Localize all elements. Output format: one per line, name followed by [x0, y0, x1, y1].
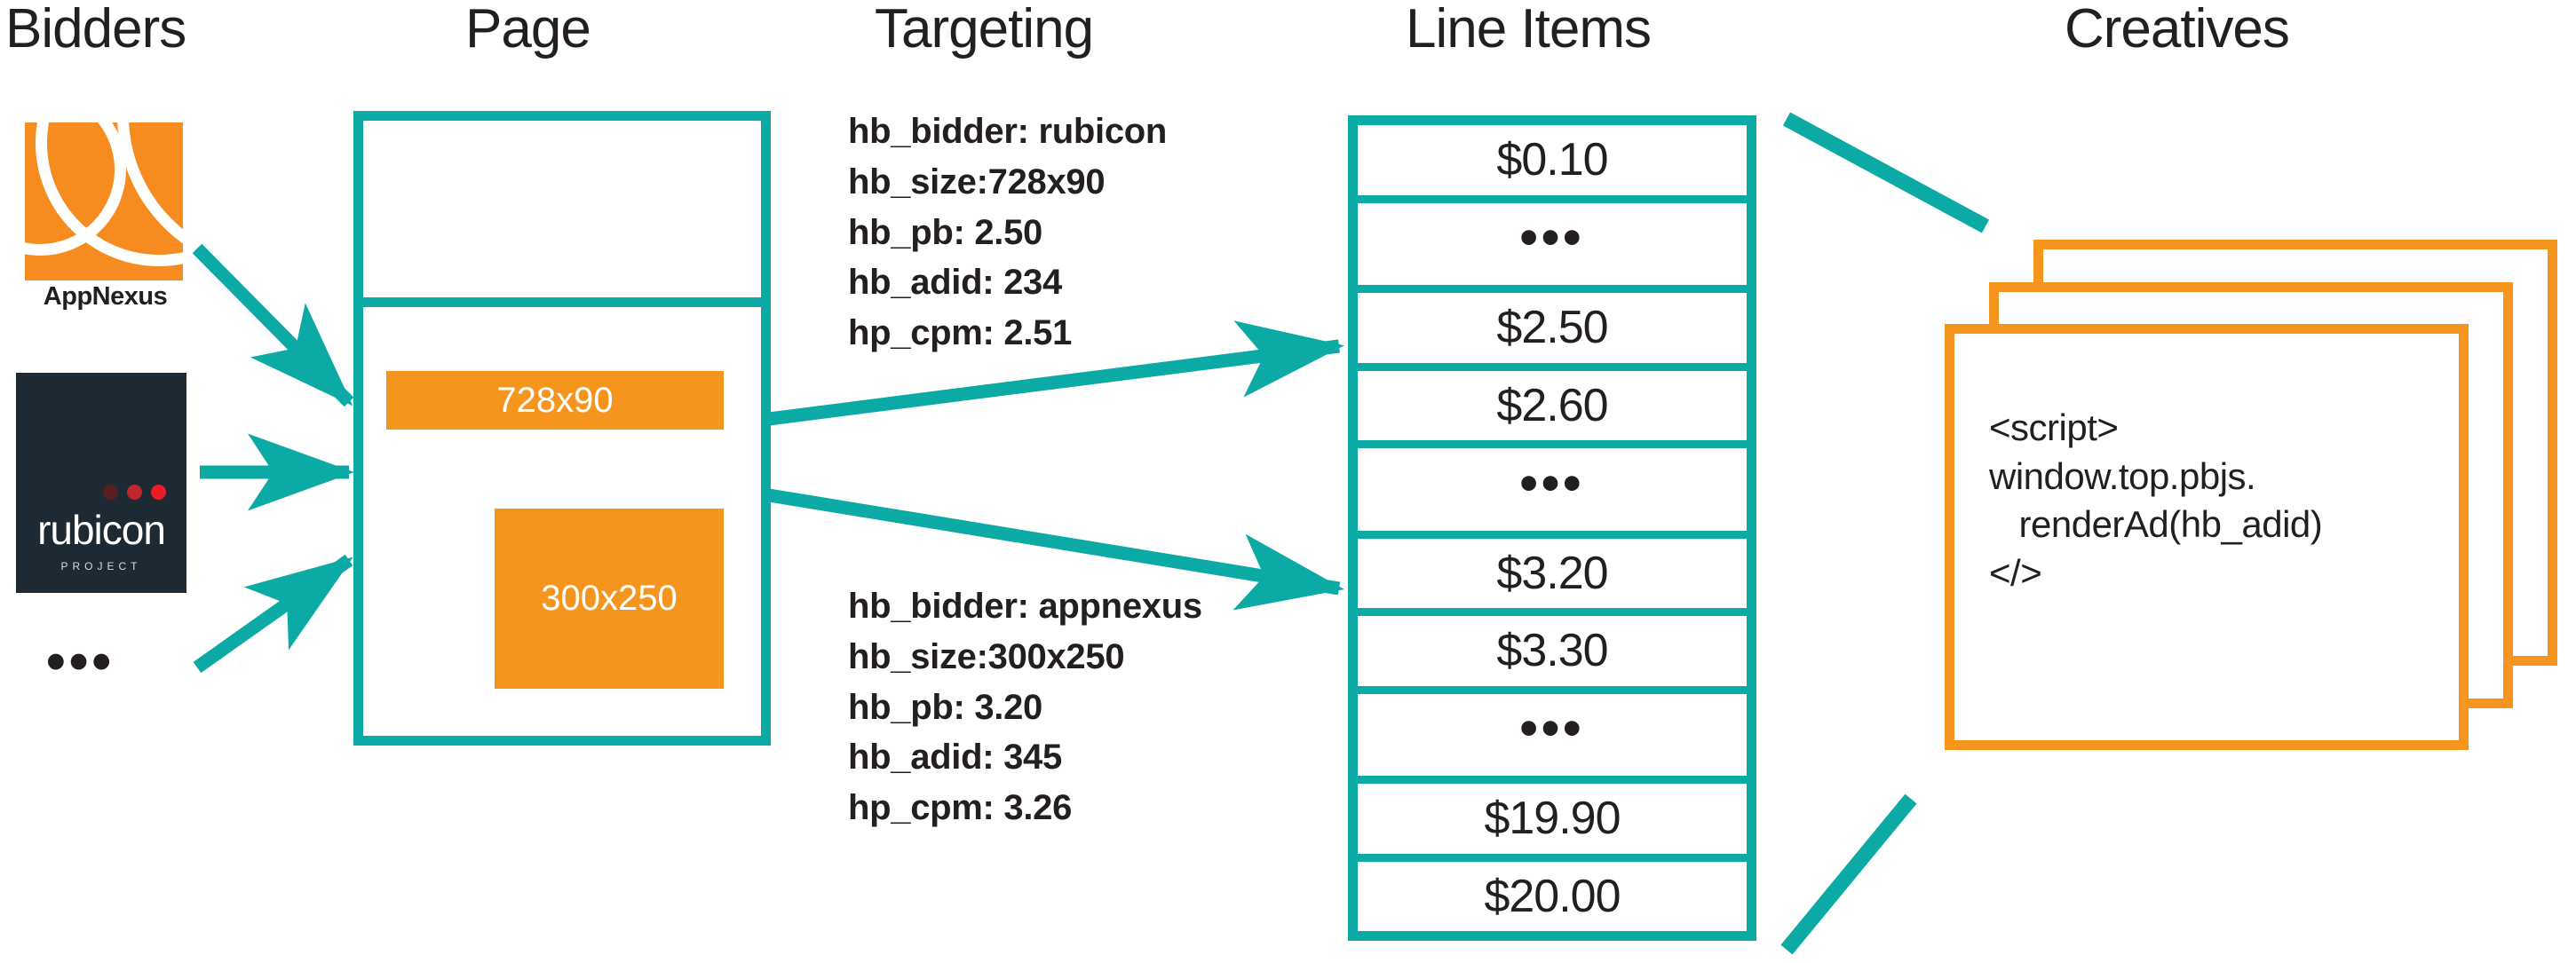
rubicon-logo-icon: rubicon PROJECT: [16, 373, 186, 593]
line-item-row[interactable]: $3.30: [1358, 616, 1747, 694]
targeting-line: hb_pb: 2.50: [848, 212, 1042, 252]
connector-lineitems-to-creatives-bottom: [1780, 793, 1917, 955]
line-item-row: •••: [1358, 202, 1747, 293]
targeting-line: hp_cpm: 2.51: [848, 313, 1073, 353]
targeting-key-values-appnexus: hb_bidder: appnexus hb_size:300x250 hb_p…: [848, 581, 1202, 833]
column-heading-bidders: Bidders: [5, 0, 186, 59]
appnexus-label: AppNexus: [43, 282, 168, 311]
targeting-line: hb_bidder: rubicon: [848, 112, 1168, 151]
arrow-page-to-lineitem-320: [767, 488, 1344, 611]
targeting-line: hp_cpm: 3.26: [848, 788, 1073, 828]
arrow-appnexus-to-page: [192, 243, 354, 407]
column-heading-targeting: Targeting: [875, 0, 1094, 59]
line-item-row[interactable]: $0.10: [1358, 125, 1747, 203]
ad-slot-mpu: 300x250: [495, 509, 724, 689]
arrow-more-bidders-to-page: [193, 554, 353, 674]
targeting-key-values-rubicon: hb_bidder: rubicon hb_size:728x90 hb_pb:…: [848, 107, 1167, 359]
targeting-line: hb_adid: 234: [848, 263, 1062, 303]
column-heading-line-items: Line Items: [1406, 0, 1652, 59]
line-items-list: $0.10 ••• $2.50 $2.60 ••• $3.20 $3.30 ••…: [1348, 115, 1756, 941]
line-item-row[interactable]: $20.00: [1358, 861, 1747, 931]
targeting-line: hb_pb: 3.20: [848, 687, 1042, 727]
rubicon-dots-icon: [103, 485, 167, 501]
targeting-line: hb_bidder: appnexus: [848, 587, 1202, 626]
page-header-divider: [353, 297, 771, 307]
line-item-row[interactable]: $2.50: [1358, 293, 1747, 371]
column-heading-creatives: Creatives: [2065, 0, 2290, 59]
creative-card-front: [1945, 324, 2469, 750]
appnexus-logo-icon: [25, 122, 183, 280]
line-item-row: •••: [1358, 693, 1747, 784]
line-item-row: •••: [1358, 448, 1747, 539]
ad-slot-leaderboard: 728x90: [386, 371, 724, 430]
line-item-row[interactable]: $2.60: [1358, 370, 1747, 448]
targeting-line: hb_size:300x250: [848, 636, 1125, 676]
line-item-row[interactable]: $3.20: [1358, 538, 1747, 616]
targeting-line: hb_size:728x90: [848, 162, 1106, 201]
column-heading-page: Page: [465, 0, 591, 59]
targeting-line: hb_adid: 345: [848, 738, 1062, 778]
connector-lineitems-to-creatives-top: [1782, 112, 1990, 233]
rubicon-wordmark: rubicon: [37, 507, 166, 553]
creative-code-snippet: <script> window.top.pbjs. renderAd(hb_ad…: [1989, 407, 2323, 594]
line-item-row[interactable]: $19.90: [1358, 784, 1747, 862]
more-bidders-ellipsis: •••: [46, 631, 115, 692]
rubicon-subtitle: PROJECT: [60, 560, 142, 572]
